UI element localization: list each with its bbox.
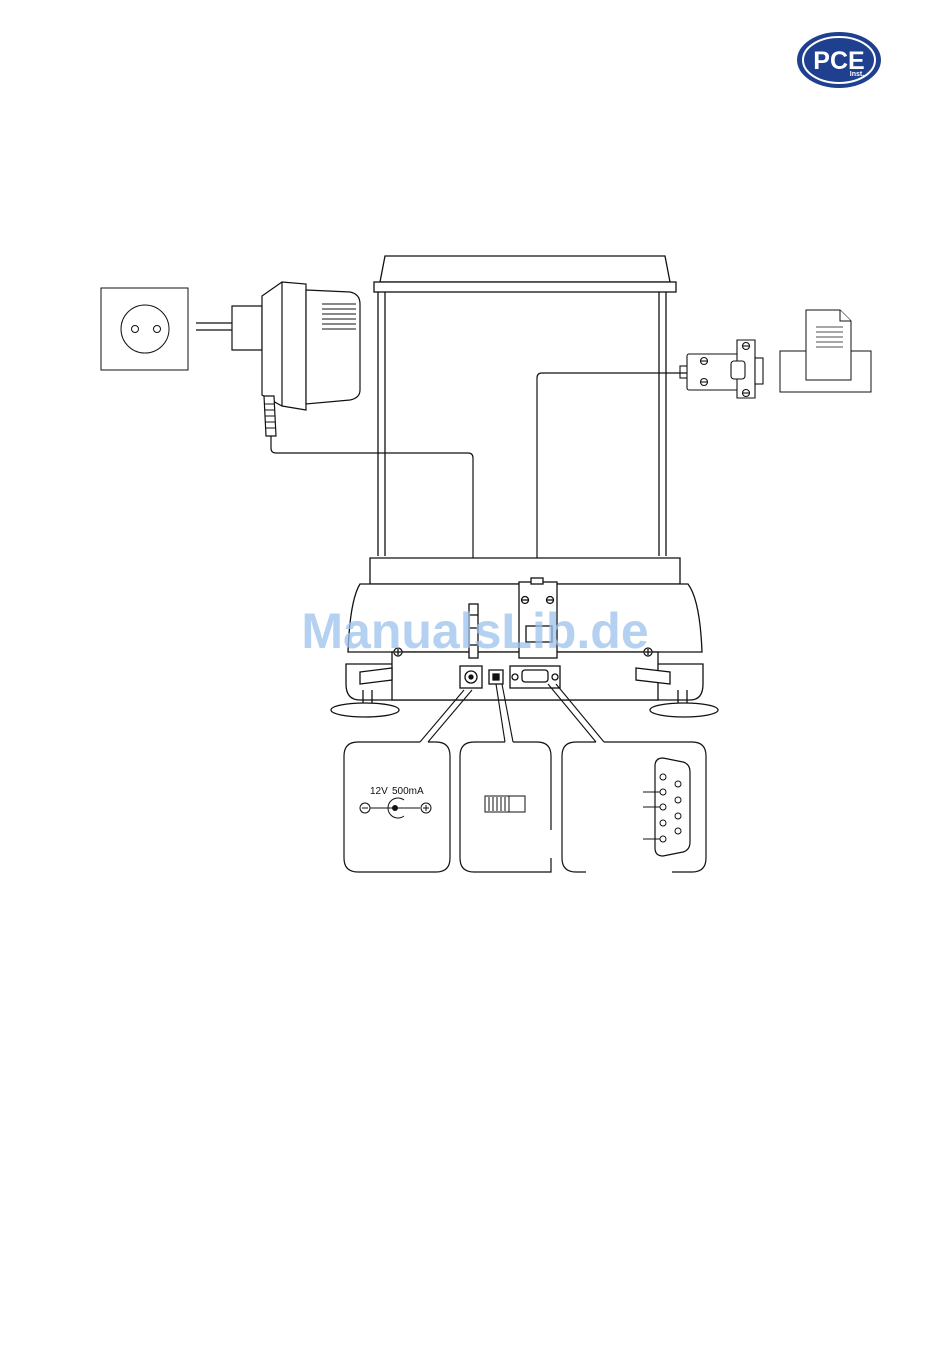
switch-detail — [460, 742, 551, 872]
rs232-port-detail — [562, 742, 706, 872]
current-label: 500mA — [392, 786, 424, 797]
voltage-label: 12V — [370, 786, 388, 797]
rs232-plug-icon — [680, 340, 763, 398]
jack-center-icon — [392, 805, 398, 811]
pce-logo-icon: PCE Inst. — [797, 32, 881, 88]
printer-icon — [780, 310, 871, 392]
watermark-text: ManualsLib.de — [301, 603, 648, 659]
wall-socket-icon — [101, 288, 188, 370]
power-jack-detail: 12V 500mA — [344, 742, 450, 872]
logo-subtext: Inst. — [850, 71, 864, 78]
power-adapter-icon — [196, 282, 360, 436]
data-cable — [537, 373, 687, 582]
